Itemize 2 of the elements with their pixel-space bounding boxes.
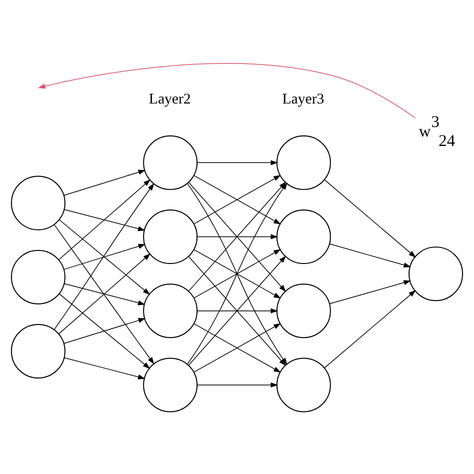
label: Layer3 xyxy=(282,91,324,108)
label: Layer2 xyxy=(148,91,191,108)
